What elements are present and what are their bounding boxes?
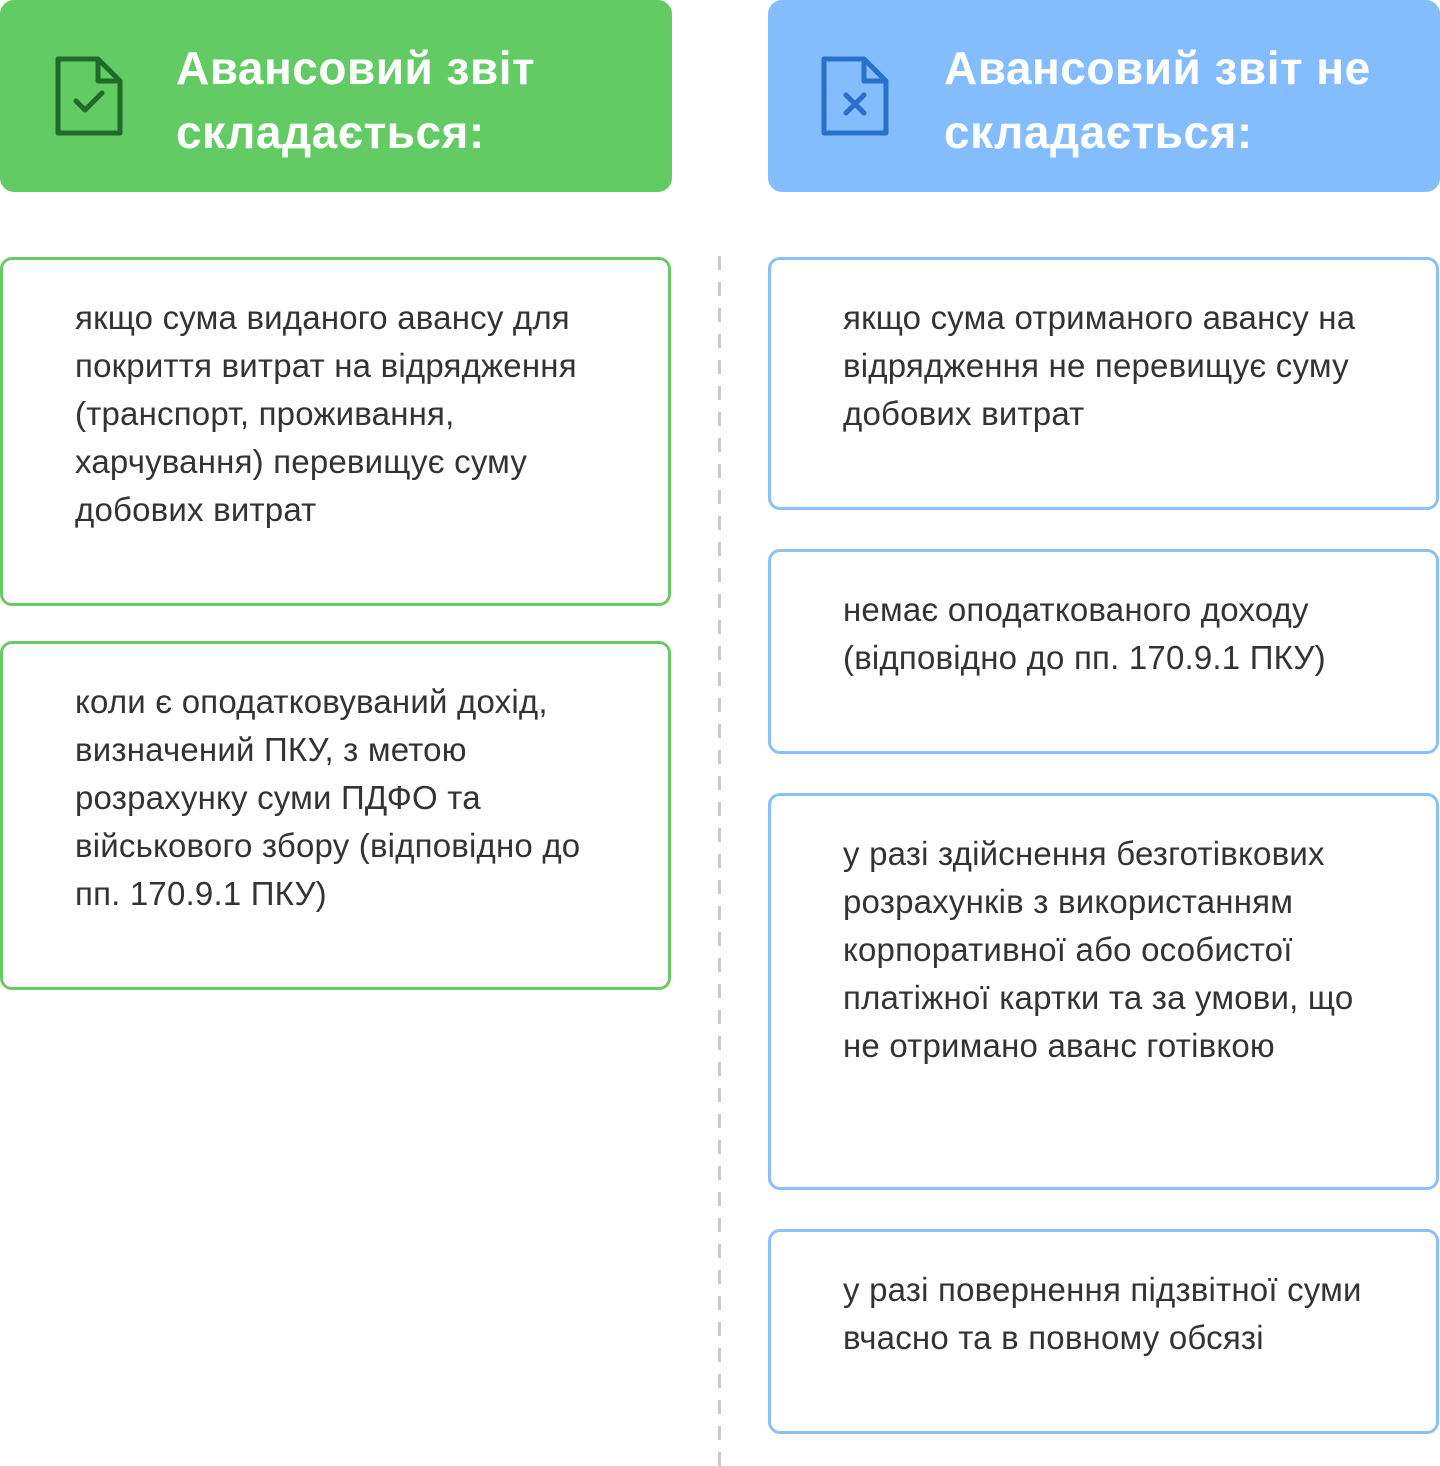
applicable-title: Авансовий звіт складається: [176, 42, 536, 158]
not-applicable-card: якщо сума отриманого авансу на відряджен… [768, 257, 1439, 510]
document-check-icon [55, 56, 123, 136]
card-text: коли є оподатковуваний дохід, визначений… [75, 683, 581, 912]
card-text: якщо сума виданого авансу для покриття в… [75, 299, 577, 528]
card-text: у разі здійснення безготівкових розрахун… [843, 835, 1354, 1064]
card-text: немає оподаткованого доходу (відповідно … [843, 591, 1326, 676]
not-applicable-card: у разі повернення підзвітної суми вчасно… [768, 1229, 1439, 1434]
card-text: якщо сума отриманого авансу на відряджен… [843, 299, 1356, 432]
applicable-card: коли є оподатковуваний дохід, визначений… [0, 641, 671, 990]
card-text: у разі повернення підзвітної суми вчасно… [843, 1271, 1362, 1356]
not-applicable-card: немає оподаткованого доходу (відповідно … [768, 549, 1439, 754]
document-cross-icon [821, 56, 889, 136]
not-applicable-header: Авансовий звіт не складається: [768, 0, 1440, 192]
applicable-header: Авансовий звіт складається: [0, 0, 672, 192]
column-divider [718, 256, 721, 1466]
applicable-card: якщо сума виданого авансу для покриття в… [0, 257, 671, 606]
not-applicable-title: Авансовий звіт не складається: [944, 42, 1371, 158]
not-applicable-card: у разі здійснення безготівкових розрахун… [768, 793, 1439, 1190]
